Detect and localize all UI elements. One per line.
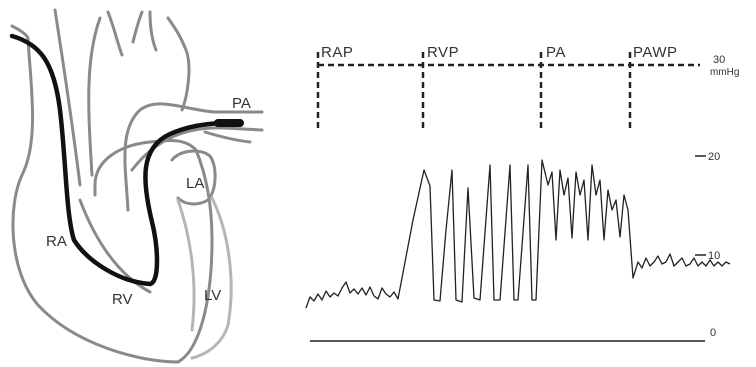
label-rv: RV xyxy=(112,291,133,308)
phase-label-rap: RAP xyxy=(321,44,353,61)
label-la: LA xyxy=(186,175,204,192)
left-ventricle-wall xyxy=(190,196,233,360)
pulmonary-artery-catheter xyxy=(9,33,225,287)
y-tick-label-0: 0 xyxy=(710,327,716,339)
superior-vena-cava xyxy=(53,8,82,187)
pulmonary-artery xyxy=(123,102,264,212)
y-axis-max-label: 30 xyxy=(713,54,725,66)
phase-label-pawp: PAWP xyxy=(633,44,678,61)
pressure-waveform xyxy=(305,159,731,309)
interventricular-septum xyxy=(176,198,196,332)
svc-left-wall xyxy=(10,24,30,40)
label-pa: PA xyxy=(232,95,251,112)
phase-label-pa: PA xyxy=(546,44,566,61)
aorta xyxy=(87,10,191,177)
y-tick-label-10: 10 xyxy=(708,250,720,262)
phase-label-rvp: RVP xyxy=(427,44,459,61)
label-ra: RA xyxy=(46,233,67,250)
label-lv: LV xyxy=(204,287,221,304)
heart-illustration: PA LA RA RV LV xyxy=(9,8,264,364)
left-atrium xyxy=(170,149,217,206)
y-axis-unit-label: mmHg xyxy=(710,67,739,78)
pressure-tracing: RAP RVP PA PAWP 30 mmHg 20 10 0 xyxy=(305,44,739,342)
tricuspid-line xyxy=(78,198,152,294)
y-tick-label-20: 20 xyxy=(708,151,720,163)
